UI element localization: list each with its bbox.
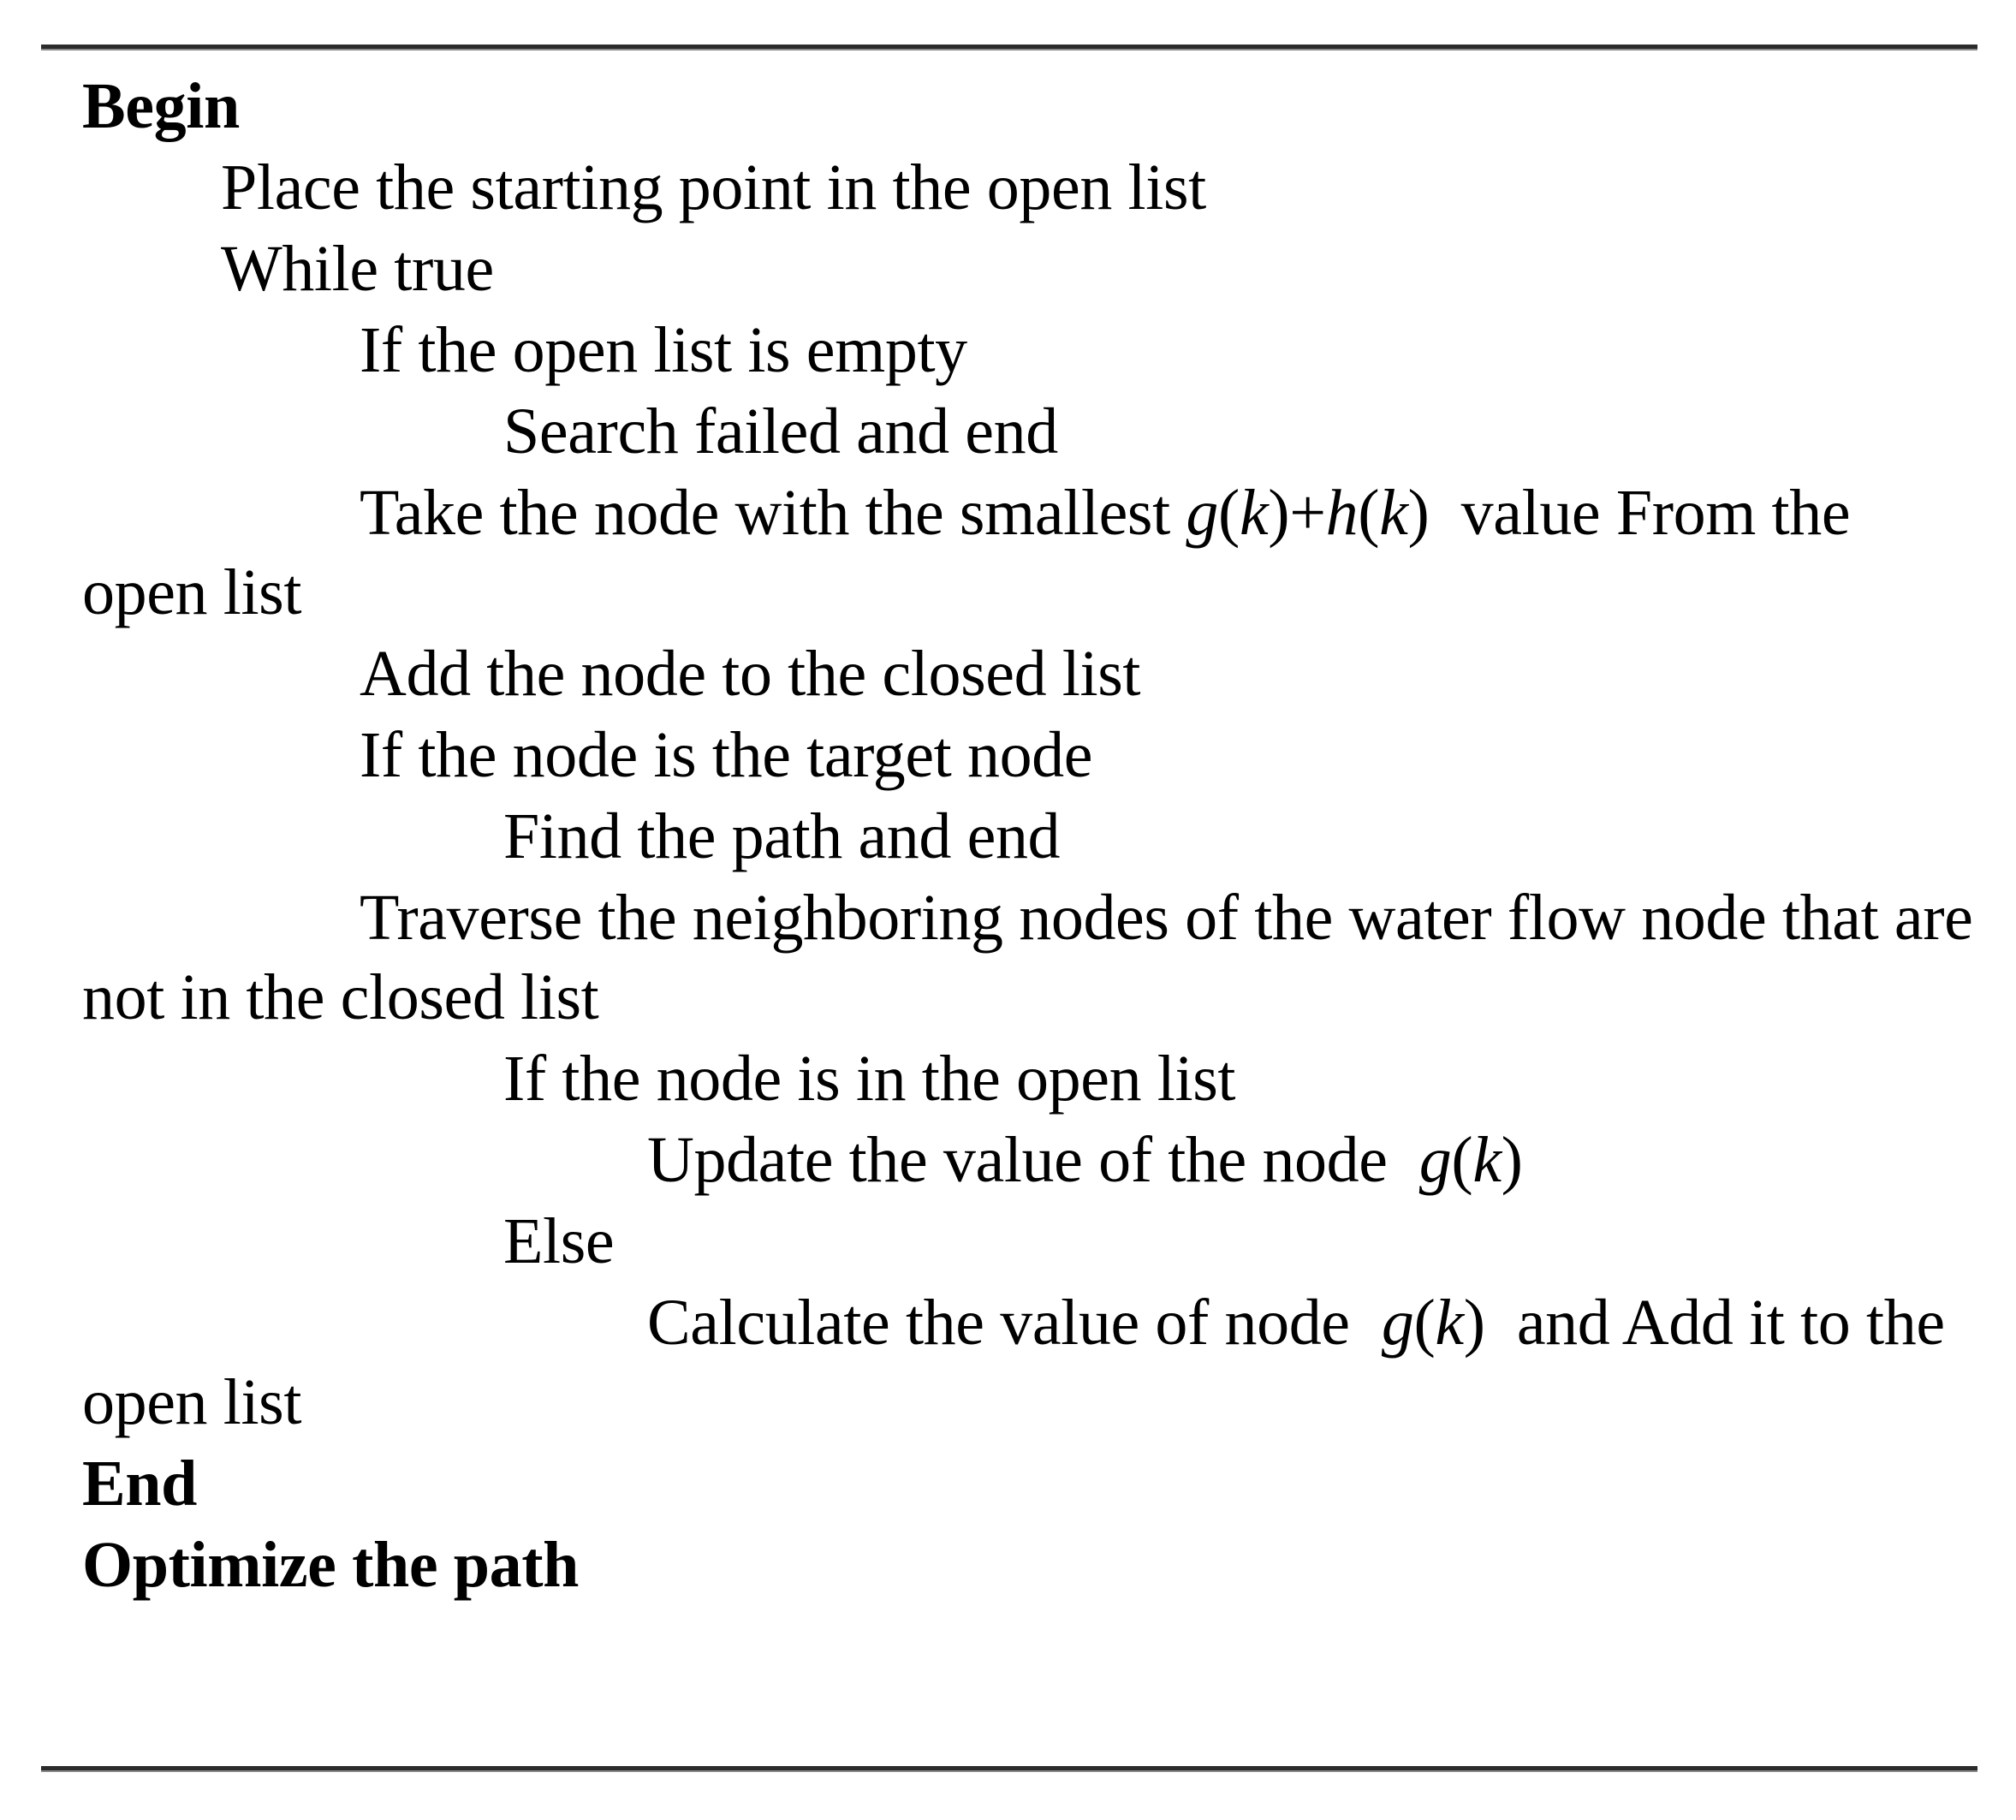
line-text: Place the starting point in the open lis… <box>221 152 1206 223</box>
pseudocode-line-find-path: Find the path and end <box>0 797 2016 877</box>
line-text: Else <box>503 1205 615 1277</box>
pseudocode-line-take-smallest: Take the node with the smallest g(k)+h(k… <box>0 473 2016 633</box>
line-text-after: and Add it to the open list <box>82 1287 1961 1438</box>
pseudocode-line-while-true: While true <box>0 229 2016 309</box>
line-text: If the node is in the open list <box>503 1043 1236 1115</box>
pseudocode-line-update-value: Update the value of the node g(k) <box>0 1121 2016 1200</box>
line-text: Find the path and end <box>503 800 1061 872</box>
line-text-before: Update the value of the node <box>647 1124 1419 1196</box>
figure-bottom-rule <box>41 1766 1977 1772</box>
line-text-before: Take the node with the smallest <box>360 477 1186 549</box>
math-expression: g(k) <box>1418 1124 1523 1196</box>
pseudocode-line-if-open-empty: If the open list is empty <box>0 311 2016 390</box>
figure-top-rule <box>41 45 1977 51</box>
pseudocode-line-if-in-open: If the node is in the open list <box>0 1039 2016 1119</box>
pseudocode-line-else: Else <box>0 1202 2016 1282</box>
line-text-after: value From the open list <box>82 477 1866 628</box>
pseudocode-line-calculate-value: Calculate the value of node g(k) and Add… <box>0 1283 2016 1442</box>
line-text: Optimize the path <box>82 1529 580 1601</box>
math-expression: g(k)+h(k) <box>1186 477 1430 549</box>
line-text: Traverse the neighboring nodes of the wa… <box>82 882 1989 1033</box>
line-text: Begin <box>82 70 240 142</box>
line-text: Add the node to the closed list <box>360 638 1141 710</box>
math-expression: g(k) <box>1381 1287 1485 1359</box>
pseudocode-line-place-start: Place the starting point in the open lis… <box>0 148 2016 228</box>
pseudocode-line-if-target: If the node is the target node <box>0 716 2016 795</box>
pseudocode-line-add-closed: Add the node to the closed list <box>0 634 2016 714</box>
line-text: If the open list is empty <box>360 314 967 386</box>
line-text: While true <box>221 233 494 305</box>
pseudocode-line-begin: Begin <box>0 67 2016 146</box>
pseudocode-line-search-failed: Search failed and end <box>0 392 2016 472</box>
pseudocode-line-end: End <box>0 1444 2016 1524</box>
pseudocode-line-optimize-path: Optimize the path <box>0 1526 2016 1605</box>
pseudocode-line-traverse: Traverse the neighboring nodes of the wa… <box>0 878 2016 1038</box>
line-text-before: Calculate the value of node <box>647 1287 1382 1359</box>
line-text: End <box>82 1448 198 1520</box>
line-text: If the node is the target node <box>360 719 1093 791</box>
line-text: Search failed and end <box>503 396 1058 467</box>
